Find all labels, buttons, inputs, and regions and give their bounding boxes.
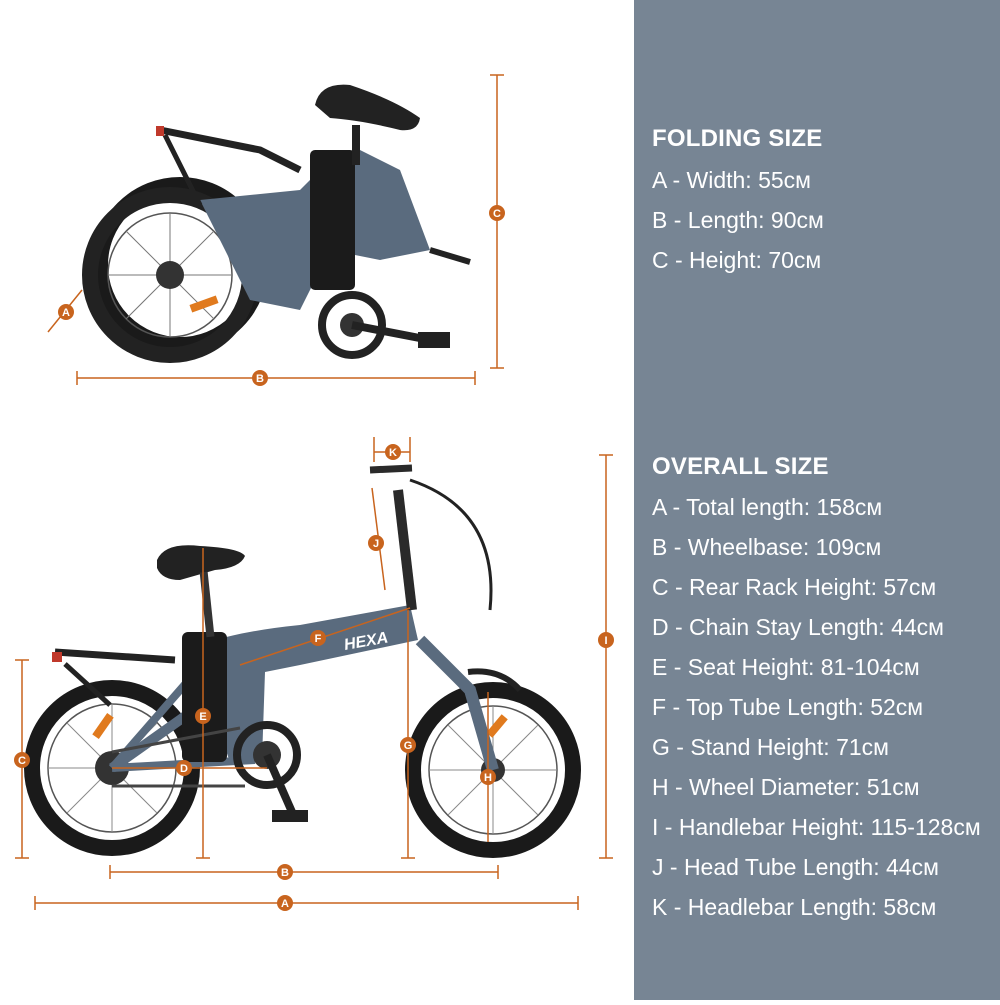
folding-size-heading: FOLDING SIZE (652, 125, 823, 152)
overall-spec-wheel-diameter: H - Wheel Diameter: 51см (652, 774, 920, 800)
svg-text:J: J (373, 538, 379, 550)
overall-spec-top-tube: F - Top Tube Length: 52см (652, 694, 924, 720)
svg-text:B: B (256, 373, 264, 385)
folded-marker-b: B (252, 370, 268, 386)
spec-panel: FOLDING SIZE A - Width: 55см B - Length:… (634, 0, 1000, 1000)
overall-spec-handlebar-height: I - Handlebar Height: 115-128см (652, 814, 981, 840)
bike-diagram: C B A (14, 74, 614, 911)
marker-g: G (400, 737, 416, 753)
marker-k: K (385, 444, 401, 460)
svg-text:E: E (199, 711, 206, 723)
svg-text:G: G (404, 740, 413, 752)
folded-marker-c: C (489, 205, 505, 221)
overall-spec-seat-height: E - Seat Height: 81-104см (652, 654, 920, 680)
marker-e: E (195, 708, 211, 724)
marker-h: H (480, 769, 496, 785)
folding-spec-height: C - Height: 70см (652, 247, 822, 273)
unfolded-bike: HEXA (24, 464, 581, 858)
svg-text:F: F (315, 633, 322, 645)
marker-a: A (277, 895, 293, 911)
svg-text:C: C (18, 755, 26, 767)
svg-text:K: K (389, 447, 397, 459)
overall-spec-total-length: A - Total length: 158см (652, 494, 883, 520)
overall-size-heading: OVERALL SIZE (652, 453, 829, 480)
svg-text:A: A (281, 898, 289, 910)
folding-spec-length: B - Length: 90см (652, 207, 824, 233)
folding-spec-width: A - Width: 55см (652, 167, 811, 193)
marker-d: D (176, 760, 192, 776)
folded-dimensions (47, 74, 504, 385)
folded-markers: C B A (58, 205, 505, 386)
folded-bike (82, 84, 471, 363)
overall-spec-headlebar-length: K - Headlebar Length: 58см (652, 894, 937, 920)
overall-spec-chain-stay: D - Chain Stay Length: 44см (652, 614, 944, 640)
marker-c: C (14, 752, 30, 768)
svg-text:D: D (180, 763, 188, 775)
svg-text:I: I (604, 635, 607, 647)
overall-spec-head-tube: J - Head Tube Length: 44см (652, 854, 939, 880)
marker-i: I (598, 632, 614, 648)
svg-text:H: H (484, 772, 492, 784)
svg-text:B: B (281, 867, 289, 879)
marker-f: F (310, 630, 326, 646)
overall-spec-stand-height: G - Stand Height: 71см (652, 734, 889, 760)
marker-j: J (368, 535, 384, 551)
overall-spec-wheelbase: B - Wheelbase: 109см (652, 534, 882, 560)
marker-b: B (277, 864, 293, 880)
svg-text:A: A (62, 307, 70, 319)
folded-marker-a: A (58, 304, 74, 320)
unfolded-markers: A B C D E F G H (14, 444, 614, 911)
svg-text:C: C (493, 208, 501, 220)
overall-spec-rack-height: C - Rear Rack Height: 57см (652, 574, 937, 600)
